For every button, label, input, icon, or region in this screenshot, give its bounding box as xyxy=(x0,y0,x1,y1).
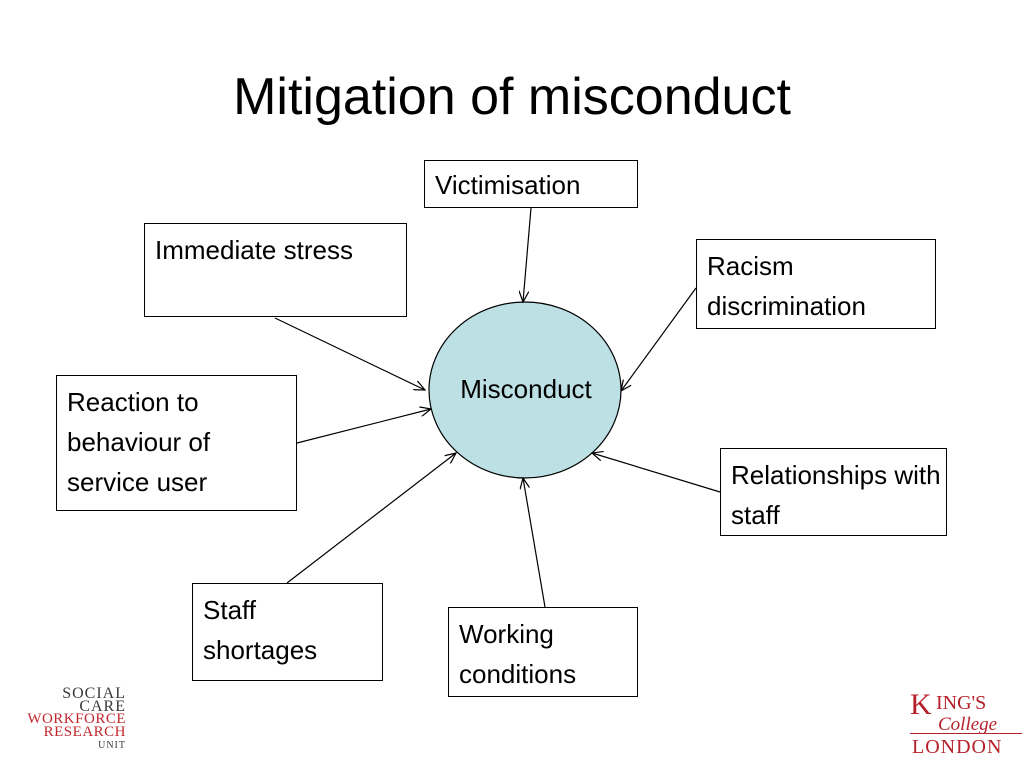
factor-label-reaction-to-behaviour: Reaction to behaviour of service user xyxy=(67,387,211,497)
logo-text-social: SOCIAL xyxy=(62,685,126,702)
factor-label-working-conditions: Working conditions xyxy=(459,619,577,689)
arrow-racism xyxy=(621,287,697,391)
arrow-immediate-stress xyxy=(274,317,425,390)
logo-text-workforce: WORKFORCE xyxy=(27,711,126,727)
factor-box-racism-discrimination: Racism discrimination xyxy=(696,239,936,329)
factor-box-relationships-with-staff: Relationships with staff xyxy=(720,448,947,536)
factor-label-victimisation: Victimisation xyxy=(435,170,581,200)
factor-label-staff-shortages: Staff shortages xyxy=(203,595,318,665)
factor-label-immediate-stress: Immediate stress xyxy=(155,235,353,265)
logo-text-care: CARE xyxy=(79,698,126,715)
logo-text-unit: UNIT xyxy=(98,740,126,751)
kings-college-london-logo: K ING'S College LONDON xyxy=(910,688,1022,760)
logo-text-college: College xyxy=(938,714,998,735)
misconduct-label: Misconduct xyxy=(460,374,592,404)
factor-box-victimisation: Victimisation xyxy=(424,160,638,208)
factor-box-staff-shortages: Staff shortages xyxy=(192,583,383,681)
factor-label-racism-discrimination: Racism discrimination xyxy=(707,251,866,321)
arrow-working-conditions xyxy=(523,478,546,608)
logo-text-research: RESEARCH xyxy=(43,724,126,740)
logo-text-ings: ING'S xyxy=(936,692,987,714)
logo-text-k: K xyxy=(910,688,932,721)
arrow-victimisation xyxy=(523,207,532,302)
arrow-relationships xyxy=(592,453,721,493)
logo-rule xyxy=(910,733,1022,734)
slide-title: Mitigation of misconduct xyxy=(233,68,791,126)
logo-text-london: LONDON xyxy=(912,736,1003,758)
arrow-staff-shortages xyxy=(286,453,456,584)
factor-box-reaction-to-behaviour: Reaction to behaviour of service user xyxy=(56,375,297,511)
arrow-reaction xyxy=(296,409,431,444)
social-care-workforce-research-unit-logo: SOCIAL CARE WORKFORCE RESEARCH UNIT xyxy=(18,685,126,752)
factor-label-relationships-with-staff: Relationships with staff xyxy=(731,460,941,530)
factor-box-immediate-stress: Immediate stress xyxy=(144,223,407,317)
factor-box-working-conditions: Working conditions xyxy=(448,607,638,697)
